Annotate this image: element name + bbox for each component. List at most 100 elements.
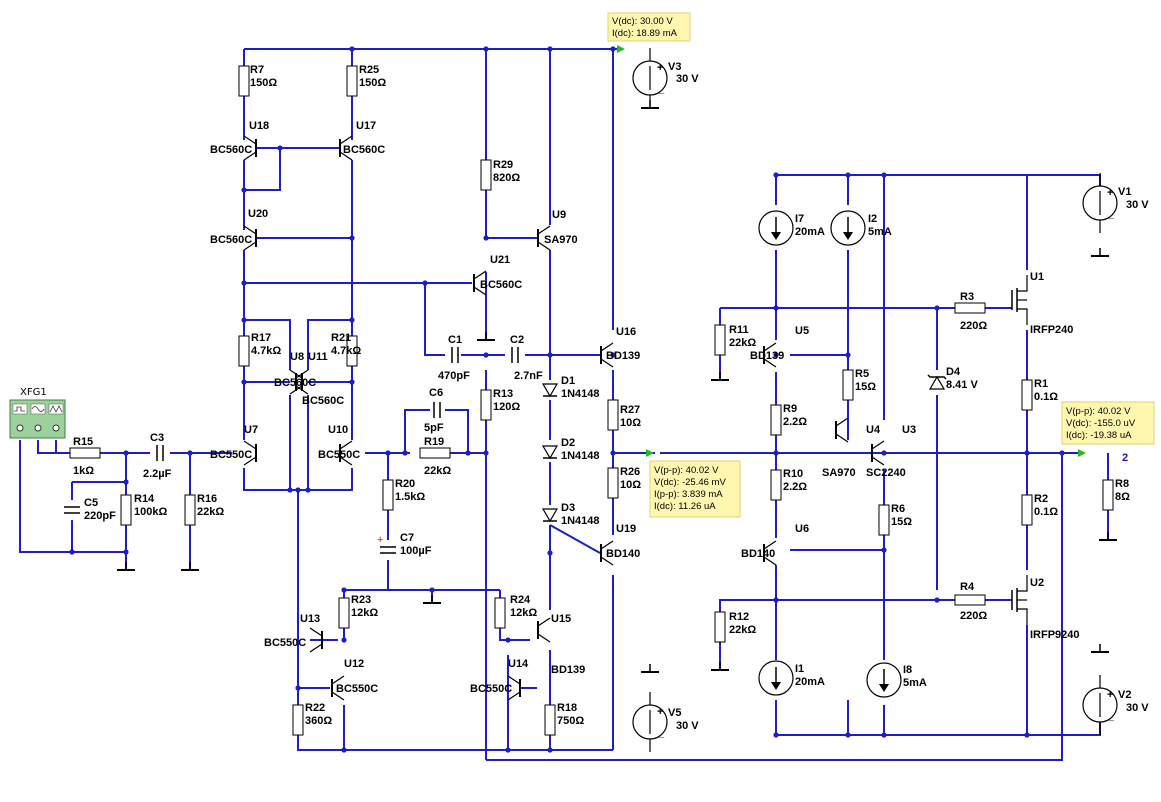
- resistor-body: [714, 324, 726, 356]
- resistor-body: [480, 389, 492, 421]
- ground-icon: [641, 664, 659, 673]
- resistor-r1[interactable]: R10.1Ω: [1021, 378, 1058, 411]
- probe-mid[interactable]: V(p-p): 40.02 V V(dc): -25.46 mV I(p-p):…: [646, 449, 741, 518]
- diode-name: D3: [561, 502, 575, 514]
- transistor-model: IRFP9240: [1030, 629, 1080, 641]
- resistor-name: R13: [493, 388, 513, 400]
- probe-box: [649, 460, 741, 518]
- resistor-body: [607, 467, 619, 499]
- resistor-name: R12: [729, 611, 749, 623]
- resistor-r2[interactable]: R20.1Ω: [1021, 493, 1058, 526]
- resistor-value: 0.1Ω: [1034, 506, 1058, 518]
- probe-line: V(dc): 30.00 V: [612, 16, 673, 27]
- probe-line: I(dc): 18.89 mA: [612, 28, 678, 39]
- resistor-body: [69, 447, 101, 459]
- junction-dot: [287, 487, 293, 493]
- junction-dot: [773, 352, 779, 358]
- probe-out[interactable]: V(p-p): 40.02 V V(dc): -155.0 uV I(dc): …: [1061, 401, 1155, 457]
- probe-v3[interactable]: V(dc): 30.00 V I(dc): 18.89 mA: [607, 12, 691, 53]
- capacitor-c3[interactable]: C32.2µF: [143, 432, 172, 480]
- junction-dot: [483, 450, 489, 456]
- resistor-r9[interactable]: R92.2Ω: [770, 403, 807, 436]
- capacitor-value: 100µF: [400, 545, 432, 557]
- transistor-name: U9: [552, 209, 566, 221]
- transistor-model: BC550C: [470, 683, 512, 695]
- resistor-name: R2: [1034, 493, 1048, 505]
- resistor-name: R29: [493, 159, 513, 171]
- components: R7150ΩR25150ΩR29820ΩR174.7kΩR214.7kΩR131…: [64, 48, 1149, 752]
- function-generator-xfg1[interactable]: XFG1: [9, 387, 66, 439]
- diode-d4[interactable]: D48.41 V: [927, 366, 978, 391]
- resistor-name: R3: [960, 291, 974, 303]
- transistor-model: BD140: [606, 548, 640, 560]
- probe-arrow-icon: [1078, 449, 1086, 457]
- resistor-value: 4.7kΩ: [331, 345, 361, 357]
- capacitor-value: 470pF: [438, 370, 470, 382]
- capacitor-c2[interactable]: C22.7nF: [509, 334, 543, 382]
- junction-dot: [934, 305, 940, 311]
- square-wave-icon: [12, 403, 28, 415]
- resistor-body: [120, 494, 132, 526]
